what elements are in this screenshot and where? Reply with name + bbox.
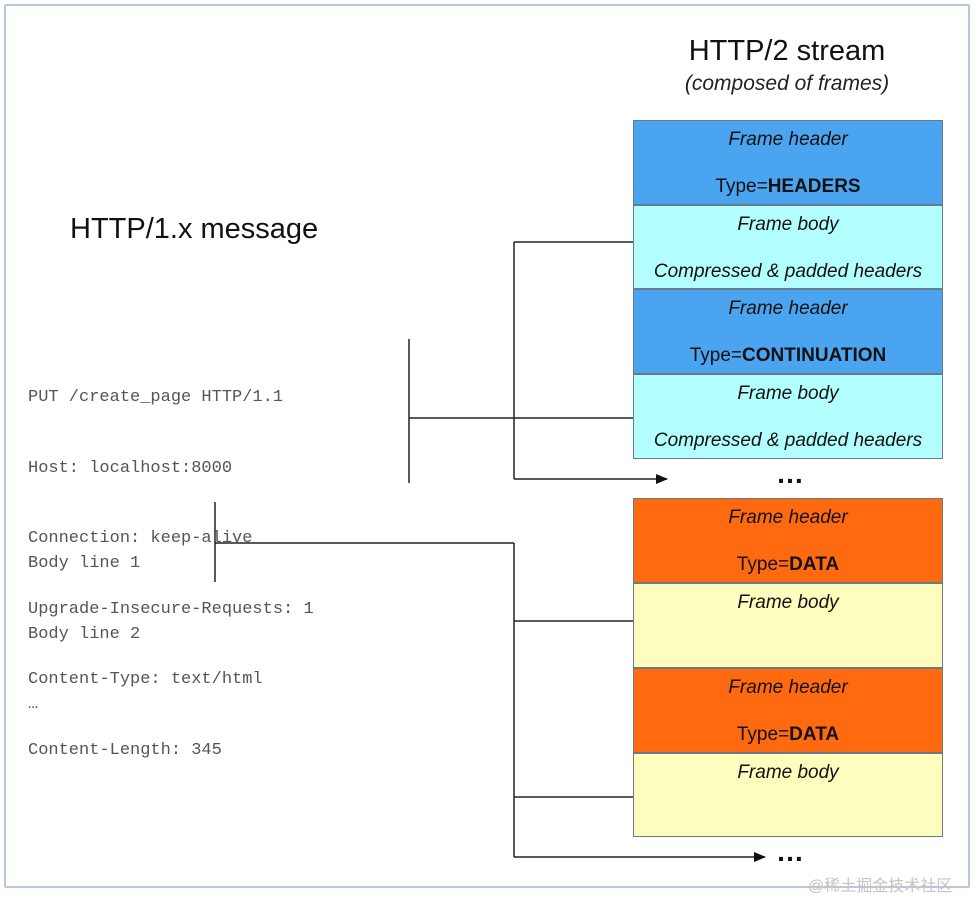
frame-header-continuation: Frame header Type=CONTINUATION [633,289,943,374]
header-line: Content-Length: 345 [28,740,222,760]
frame-type: Type=CONTINUATION [689,345,887,366]
http1-body-lines: Body line 1 Body line 2 … [28,505,140,740]
body-line: Body line 1 [28,554,141,573]
frame-label: Frame header [728,507,848,528]
header-line: Host: localhost:8000 [28,458,233,478]
frame-header-data-1: Frame header Type=DATA [633,498,943,583]
ellipsis: … [776,458,805,489]
body-line: Body line 2 [28,624,141,644]
frame-body-description: Compressed & padded headers [653,261,923,282]
header-line: Content-Type: text/html [28,670,263,689]
frame-body-description: Compressed & padded headers [653,430,923,451]
frame-body-headers: Frame body Compressed & padded headers [633,205,943,289]
http2-title: HTTP/2 stream [688,35,886,67]
header-line: PUT /create_page HTTP/1.1 [28,388,284,407]
frame-label: Frame header [728,298,848,319]
header-line: Connection: keep-alive [28,529,253,548]
http1-title: HTTP/1.x message [70,213,319,245]
body-line: … [28,695,39,714]
header-line: Upgrade-Insecure-Requests: 1 [28,599,314,619]
frame-body-data-2: Frame body [633,753,943,837]
frame-label: Frame body [737,383,839,404]
frame-type: Type=HEADERS [715,176,861,197]
frame-label: Frame body [737,592,839,613]
ellipsis: … [776,836,805,867]
watermark: @稀土掘金技术社区 [808,878,953,895]
frame-header-headers: Frame header Type=HEADERS [633,120,943,205]
http2-subtitle: (composed of frames) [684,72,890,95]
diagram-border [4,4,970,888]
frame-label: Frame header [728,677,848,698]
frame-body-data-1: Frame body [633,583,943,668]
frame-label: Frame header [728,129,848,150]
frame-header-data-2: Frame header Type=DATA [633,668,943,753]
frame-type: Type=DATA [736,724,840,745]
frame-type: Type=DATA [736,554,840,575]
http1-header-lines: PUT /create_page HTTP/1.1 Host: localhos… [28,339,314,786]
frame-body-continuation: Frame body Compressed & padded headers [633,374,943,459]
frame-label: Frame body [737,762,839,783]
frame-label: Frame body [737,214,839,235]
